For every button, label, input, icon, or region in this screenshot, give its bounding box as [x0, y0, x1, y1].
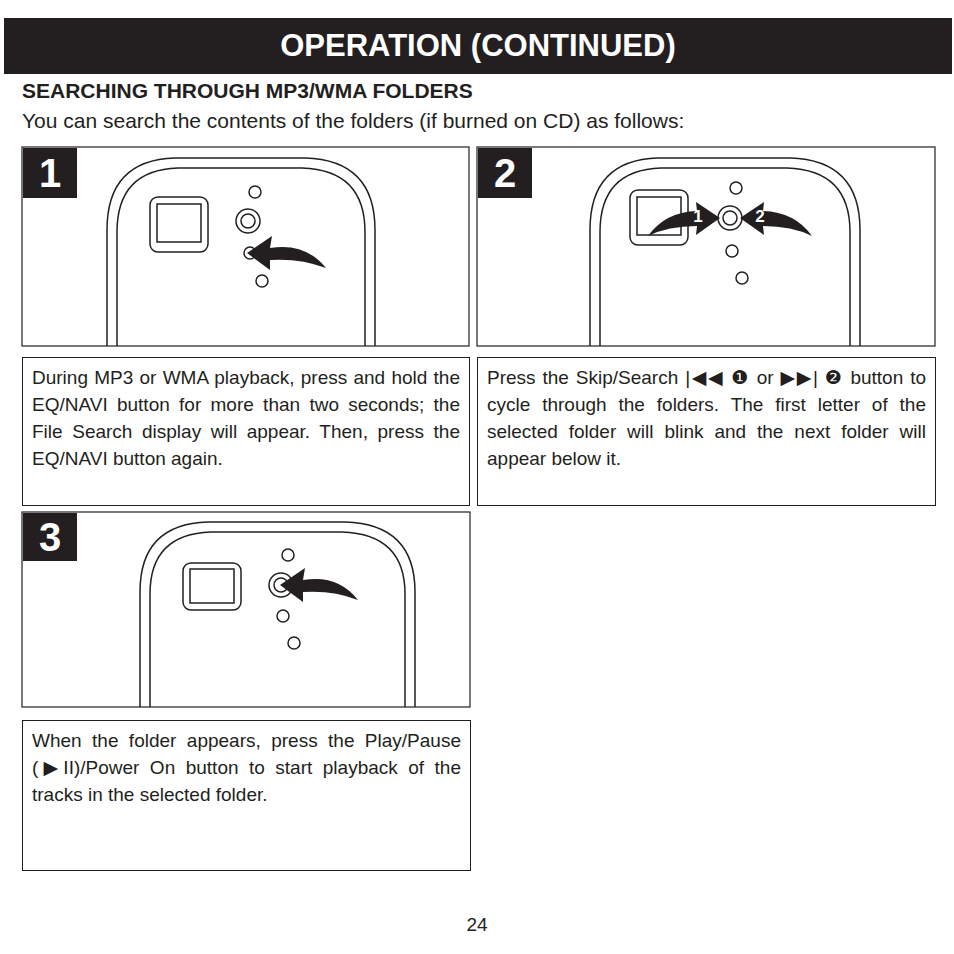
panel-frame	[22, 147, 469, 346]
cd-player-drawing	[590, 158, 860, 346]
instruction-box: When the folder appears, press the Play/…	[22, 720, 471, 871]
cd-player-drawing	[140, 522, 415, 707]
instruction-text: During MP3 or WMA playback, press and ho…	[32, 364, 460, 472]
instruction-text: Press the Skip/Search |◀◀ ❶ or ▶▶| ❷ but…	[487, 364, 926, 472]
callout-number: 2	[751, 207, 769, 227]
cd-player-drawing	[107, 158, 375, 346]
intro-text: You can search the contents of the folde…	[22, 109, 942, 133]
callout-number: 1	[689, 207, 707, 227]
page-title: OPERATION (CONTINUED)	[4, 18, 952, 74]
title-band	[4, 18, 952, 74]
instruction-box: Press the Skip/Search |◀◀ ❶ or ▶▶| ❷ but…	[477, 357, 936, 506]
step-number: 2	[478, 148, 532, 198]
step-badge: 1	[23, 148, 77, 198]
panel-frame	[477, 147, 935, 346]
section-heading: SEARCHING THROUGH MP3/WMA FOLDERS	[22, 79, 722, 103]
instruction-box: During MP3 or WMA playback, press and ho…	[22, 357, 470, 506]
instruction-text: When the folder appears, press the Play/…	[32, 727, 461, 808]
step-badge: 3	[23, 513, 77, 561]
page-number: 24	[447, 914, 507, 936]
step-number: 3	[23, 513, 77, 561]
step-badge: 2	[478, 148, 532, 198]
panel-frame	[22, 512, 470, 707]
step-number: 1	[23, 148, 77, 198]
